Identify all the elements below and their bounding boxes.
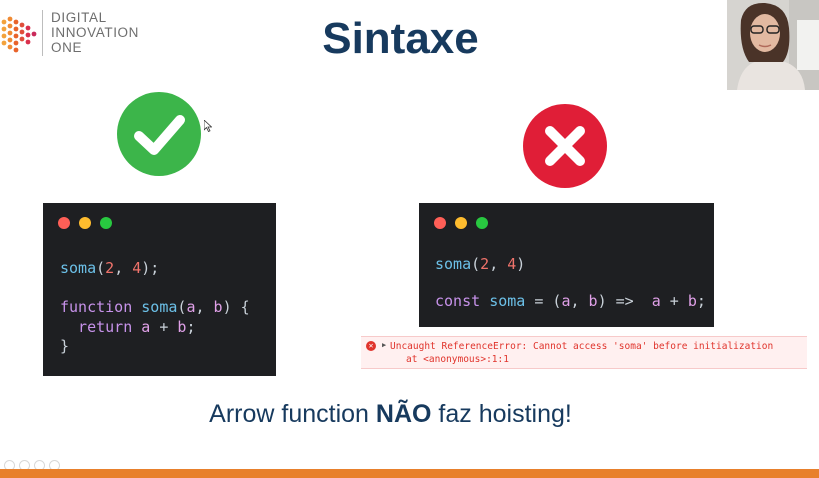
logo-line-3: ONE xyxy=(51,40,83,55)
code-line-1: soma(2, 4) xyxy=(435,255,526,273)
bottom-accent-bar xyxy=(0,469,819,478)
error-icon: ✕ xyxy=(366,341,376,351)
logo-wordmark: DIGITAL INNOVATION ONE xyxy=(51,10,139,55)
expand-triangle-icon[interactable]: ▶ xyxy=(382,341,387,349)
minimize-dot-icon xyxy=(79,217,91,229)
console-error-message: ✕ ▶ Uncaught ReferenceError: Cannot acce… xyxy=(361,336,807,369)
logo-line-1: DIGITAL xyxy=(51,10,107,25)
digital-innovation-one-logo: DIGITAL INNOVATION ONE xyxy=(0,8,160,58)
code-line-1: soma(2, 4); xyxy=(60,259,160,277)
caption-emphasis: NÃO xyxy=(375,400,432,428)
code-line-3: return a + b; xyxy=(60,318,196,336)
close-dot-icon xyxy=(58,217,70,229)
window-controls xyxy=(434,217,488,229)
slide-caption: Arrow function NÃO faz hoisting! xyxy=(209,400,572,428)
error-text-line-2: at <anonymous>:1:1 xyxy=(406,354,509,365)
code-block-function-declaration: soma(2, 4); function soma(a, b) { return… xyxy=(43,203,276,376)
logo-divider xyxy=(42,10,43,56)
logo-line-2: INNOVATION xyxy=(51,25,140,40)
cross-icon xyxy=(523,104,607,188)
window-controls xyxy=(58,217,112,229)
code-block-arrow-function: soma(2, 4) const soma = (a, b) => a + b; xyxy=(419,203,714,327)
maximize-dot-icon xyxy=(476,217,488,229)
presenter-webcam xyxy=(727,0,819,90)
check-icon xyxy=(117,92,201,176)
presenter-image xyxy=(727,0,819,90)
mouse-cursor-icon xyxy=(204,120,212,132)
maximize-dot-icon xyxy=(100,217,112,229)
error-text-line-1: Uncaught ReferenceError: Cannot access '… xyxy=(390,341,774,352)
close-dot-icon xyxy=(434,217,446,229)
slide-title: Sintaxe xyxy=(322,14,479,63)
code-line-2: const soma = (a, b) => a + b; xyxy=(435,292,706,310)
code-line-2: function soma(a, b) { xyxy=(60,298,250,316)
minimize-dot-icon xyxy=(455,217,467,229)
code-line-4: } xyxy=(60,337,70,355)
dio-logo-icon xyxy=(1,16,37,53)
